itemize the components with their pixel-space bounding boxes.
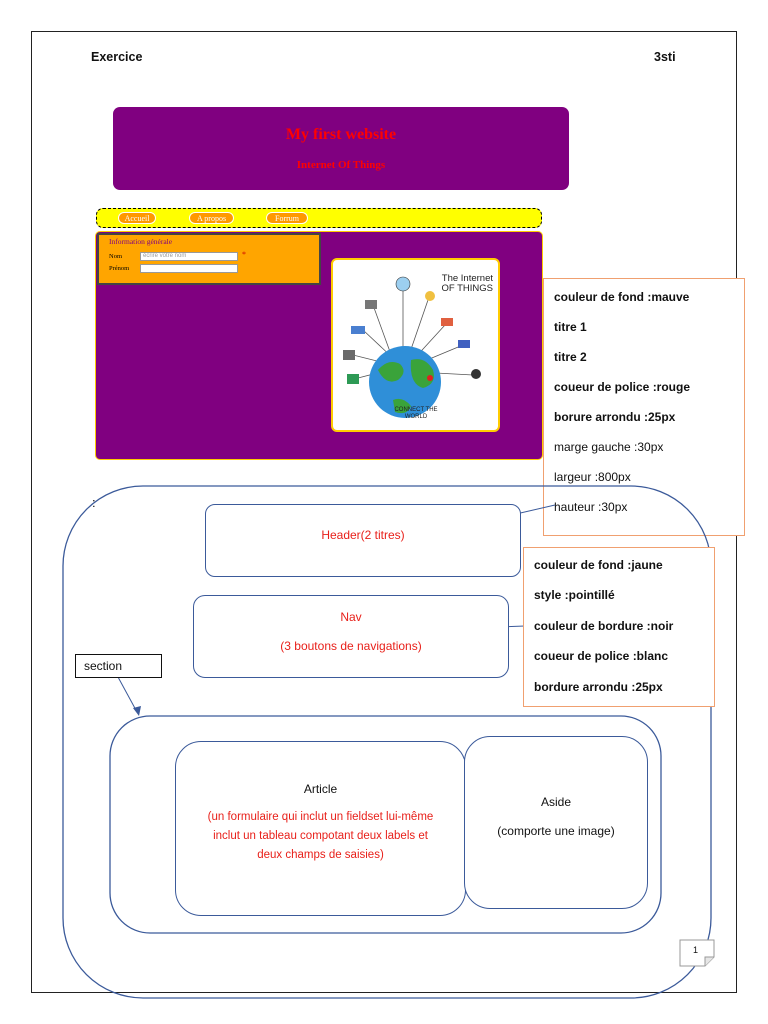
diagram-aside-title: Aside [540, 795, 572, 809]
website-article-fieldset: Information générale Nom écrire votre no… [97, 233, 321, 285]
diagram-article-desc-2: inclut un tableau compotant deux labels … [213, 830, 428, 842]
section-label: section [75, 654, 162, 678]
note-header-line: largeur :800px [554, 470, 631, 484]
page-number: 1 [693, 945, 699, 955]
nav-button-forum[interactable]: Forrum [266, 212, 308, 224]
fieldset-legend: Information générale [109, 237, 173, 246]
note-header-line: marge gauche :30px [554, 440, 664, 454]
diagram-nav-desc: (3 boutons de navigations) [280, 639, 422, 653]
website-nav: Accueil A propos Forrum [96, 208, 542, 228]
note-header-line: hauteur :30px [554, 500, 628, 514]
note-header-line: borure arrondu :25px [554, 410, 676, 424]
page-number-badge: 1 [679, 939, 715, 967]
diagram-header-label: Header(2 titres) [321, 528, 405, 542]
iot-image-caption: CONNECT THE WORLD [394, 407, 438, 420]
note-nav-line: couleur de fond :jaune [534, 558, 663, 572]
page-fold-icon [679, 939, 715, 967]
document-class-label: 3sti [654, 50, 676, 64]
prenom-input[interactable] [140, 264, 238, 273]
note-header-line: titre 1 [554, 320, 587, 334]
diagram-aside-desc: (comporte une image) [497, 824, 615, 838]
diagram-article-box: Article (un formulaire qui inclut un fie… [175, 741, 466, 916]
diagram-aside-box: Aside (comporte une image) [464, 736, 648, 909]
nom-input[interactable]: écrire votre nom [140, 252, 238, 261]
diagram-header-box: Header(2 titres) [205, 504, 521, 577]
iot-image-title: The Internet OF THINGS [441, 273, 493, 294]
header-style-notes: couleur de fond :mauve titre 1 titre 2 c… [543, 278, 745, 536]
iot-illustration [343, 276, 481, 418]
required-mark: * [242, 250, 246, 259]
nav-button-accueil[interactable]: Accueil [118, 212, 156, 224]
website-title-1: My first website [285, 126, 397, 143]
document-title: Exercice [91, 50, 143, 64]
label-prenom: Prénom [109, 265, 130, 272]
note-header-line: coueur de police :rouge [554, 380, 691, 394]
diagram-article-desc-3: deux champs de saisies) [257, 849, 384, 861]
diagram-colon: : [92, 495, 96, 510]
website-header: My first website Internet Of Things [113, 107, 569, 190]
note-nav-line: couleur de bordure :noir [534, 619, 674, 633]
website-aside-image: The Internet OF THINGS CONNECT THE WORLD [331, 258, 500, 432]
note-nav-line: coueur de police :blanc [534, 649, 669, 663]
note-nav-line: bordure arrondu :25px [534, 680, 663, 694]
diagram-nav-box: Nav (3 boutons de navigations) [193, 595, 509, 678]
diagram-nav-label: Nav [340, 610, 362, 624]
nav-style-notes: couleur de fond :jaune style :pointillé … [523, 547, 715, 707]
diagram-article-title: Article [303, 782, 338, 796]
note-nav-line: style :pointillé [534, 588, 615, 602]
nav-button-a-propos[interactable]: A propos [189, 212, 234, 224]
label-nom: Nom [109, 253, 122, 260]
note-header-line: couleur de fond :mauve [554, 290, 690, 304]
note-header-line: titre 2 [554, 350, 587, 364]
diagram-article-desc-1: (un formulaire qui inclut un fieldset lu… [207, 811, 434, 823]
website-title-2: Internet Of Things [296, 159, 386, 171]
